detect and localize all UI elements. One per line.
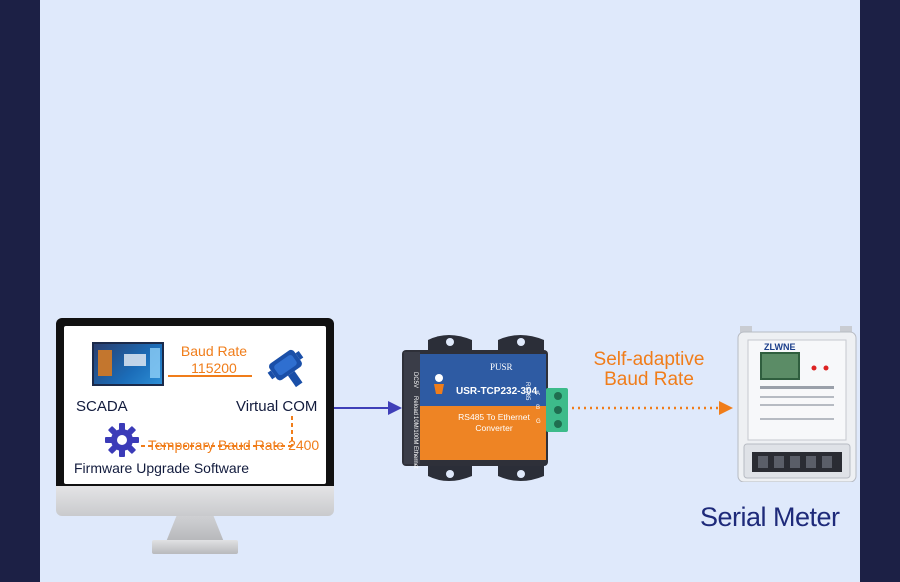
monitor-screen: Baud Rate 115200 SCADA Virtual COM — [64, 326, 326, 484]
computer-monitor: Baud Rate 115200 SCADA Virtual COM — [56, 318, 334, 498]
baud-rate-label: Baud Rate 115200 — [180, 343, 248, 376]
computer-to-converter-arrowhead — [388, 401, 402, 415]
screen-connectors — [138, 375, 293, 447]
port-ethernet-label: 10M/100M Ethernet — [412, 416, 418, 469]
scada-label: SCADA — [76, 398, 128, 415]
terminal-b-label: B — [536, 405, 541, 411]
serial-meter-device — [734, 326, 860, 487]
serial-meter-title: Serial Meter — [700, 502, 840, 532]
rs485-ethernet-converter: PUSR USR-TCP232-304 RS485 To Ethernet Co… — [398, 332, 572, 489]
firmware-label: Firmware Upgrade Software — [74, 460, 250, 476]
gear-icon — [105, 423, 139, 457]
port-dc-label: DC5V — [412, 372, 418, 389]
meter-brand: ZLWNE — [764, 342, 796, 352]
serial-connector-icon — [267, 349, 304, 388]
terminal-a-label: A — [536, 391, 541, 397]
monitor-stand-neck — [166, 516, 224, 542]
self-adaptive-label: Self-adaptive Baud Rate — [593, 349, 705, 390]
terminal-g-label: G — [536, 419, 541, 425]
monitor-stand-base — [152, 540, 238, 554]
converter-brand: PUSR — [490, 362, 513, 372]
converter-description: RS485 To Ethernet Converter — [458, 412, 530, 433]
scada-screenshot — [92, 342, 164, 386]
baud-rate-value: 115200 — [191, 360, 237, 376]
port-reload-label: Reload — [412, 396, 418, 416]
converter-to-meter-arrowhead — [719, 401, 733, 415]
temporary-baud-label: Temporary Baud Rate 2400 — [148, 437, 320, 453]
converter-model: USR-TCP232-304 — [456, 386, 538, 397]
port-rs485-label: RS485 — [524, 382, 530, 401]
virtual-com-label: Virtual COM — [236, 398, 318, 415]
monitor-chin — [56, 486, 334, 516]
